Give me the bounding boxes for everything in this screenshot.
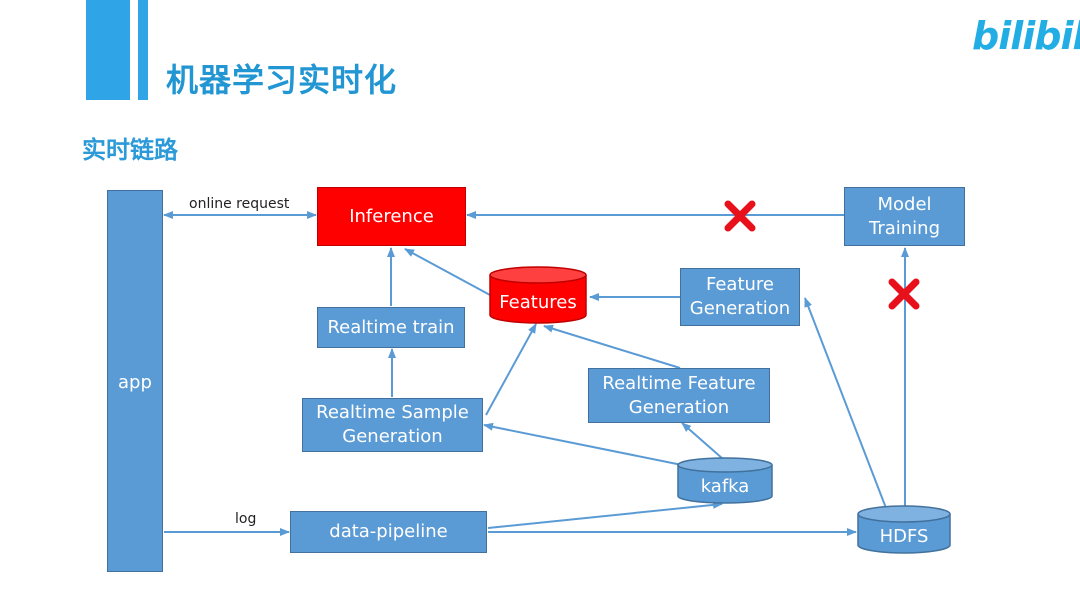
kafka-label: kafka [701, 476, 750, 497]
page-title: 机器学习实时化 [166, 61, 398, 99]
bilibili-logo: bilibili [972, 14, 1080, 58]
kafka-cylinder: kafka [677, 457, 773, 504]
hdfs-cylinder: HDFS [857, 505, 951, 554]
realtime-sample-generation-node: Realtime Sample Generation [302, 398, 483, 452]
header-accent-bar-narrow [138, 0, 148, 100]
data-pipeline-node: data-pipeline [290, 511, 487, 553]
realtime-feature-generation-node: Realtime Feature Generation [588, 368, 770, 423]
section-subtitle: 实时链路 [82, 136, 178, 164]
hdfs-label: HDFS [880, 526, 929, 547]
edge-rtfeature-features [543, 324, 681, 369]
edge-kafka-sample [483, 422, 683, 466]
log-label: log [235, 511, 257, 527]
app-node [107, 190, 163, 572]
feature-generation-node: Feature Generation [680, 268, 800, 326]
features-cylinder: Features [489, 266, 587, 324]
header-accent-bar-wide [86, 0, 130, 100]
edge-sample-features [485, 323, 537, 416]
red-x-cross-icon [724, 200, 756, 232]
realtime-train-node: Realtime train [317, 307, 465, 348]
red-x-cross-icon [888, 278, 920, 310]
features-label: Features [499, 292, 576, 313]
edge-features-inference [404, 248, 491, 296]
app-label: app [118, 372, 152, 393]
inference-node: Inference [317, 187, 466, 246]
model-training-node: Model Training [844, 187, 965, 246]
online-request-label: online request [189, 196, 290, 212]
edge-pipeline-kafka [487, 500, 723, 529]
edge-hdfs-featuregen [804, 297, 887, 509]
edge-kafka-rtfeature [681, 422, 724, 460]
